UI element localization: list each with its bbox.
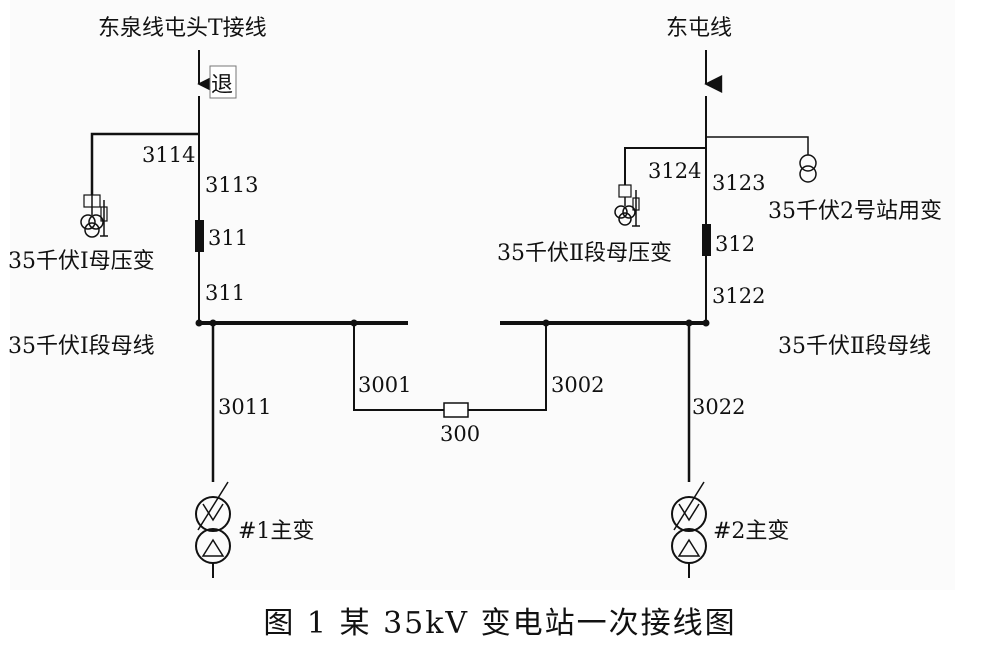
feeder-left-title: 东泉线屯头T接线 [98, 16, 267, 41]
figure-caption: 图 1 某 35kV 变电站一次接线图 [263, 606, 736, 641]
label-312: 312 [715, 232, 755, 256]
station-tx2-branch-line [706, 136, 809, 155]
diagram-background [10, 0, 955, 590]
label-3001: 3001 [358, 373, 411, 397]
tx1-symbol[interactable] [195, 481, 231, 578]
label-311-breaker: 311 [208, 226, 248, 250]
pt1-symbol[interactable] [80, 194, 108, 238]
label-3002: 3002 [551, 373, 604, 397]
label-3022: 3022 [692, 395, 745, 419]
breaker-312[interactable] [702, 224, 711, 256]
pt2-branch-line [624, 147, 706, 185]
tx2-symbol[interactable] [671, 481, 707, 578]
pt2-label: 35千伏Ⅱ段母压变 [497, 241, 672, 266]
tx2-bay: 3022 #2主变 [671, 323, 789, 578]
label-3113: 3113 [205, 173, 258, 197]
left-feeder: 退 3114 3113 311 311 35千伏Ⅰ母压变 [8, 50, 258, 323]
pt1-label: 35千伏Ⅰ母压变 [8, 249, 155, 274]
bus1-label: 35千伏Ⅰ段母线 [8, 334, 155, 359]
pt2-symbol[interactable] [614, 184, 640, 227]
bus-tie: 3001 3002 300 [353, 323, 604, 446]
label-3122: 3122 [712, 284, 765, 308]
tie-line-right [468, 323, 547, 411]
bus1-node-feeder [195, 319, 203, 327]
label-3011: 3011 [218, 395, 271, 419]
tie-line-left [353, 323, 444, 411]
station-tx2-label: 35千伏2号站用变 [768, 199, 942, 224]
status-tag: 退 [211, 73, 233, 98]
bus2-label: 35千伏Ⅱ段母线 [778, 334, 931, 359]
label-3123: 3123 [712, 171, 765, 195]
label-311-bus: 311 [205, 281, 245, 305]
tx2-label: #2主变 [713, 519, 789, 544]
right-feeder: 3124 3123 312 3122 35千伏Ⅱ段母压变 35千伏2号站用变 [497, 50, 942, 323]
tx1-bay: 3011 #1主变 [195, 323, 314, 578]
label-300: 300 [440, 422, 480, 446]
bus2-node-feeder [702, 319, 710, 327]
feeder-right-title: 东屯线 [666, 16, 732, 41]
breaker-311[interactable] [195, 220, 204, 252]
label-3124: 3124 [648, 159, 701, 183]
station-tx2-symbol[interactable] [799, 154, 817, 183]
label-3114: 3114 [142, 143, 195, 167]
tx1-label: #1主变 [238, 519, 314, 544]
breaker-300[interactable] [443, 402, 469, 418]
status-tag-box [209, 65, 237, 99]
pt1-branch-line [90, 132, 199, 195]
